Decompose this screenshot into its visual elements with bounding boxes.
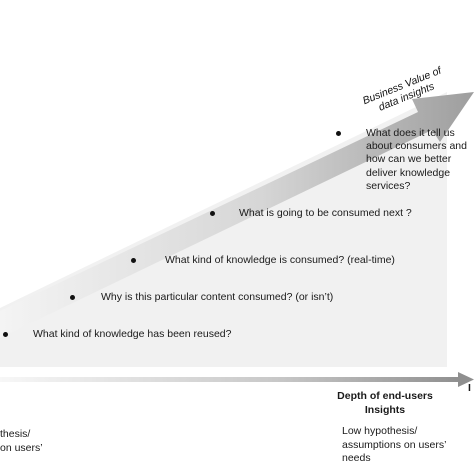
x-axis-title: Depth of end-users Insights [330, 389, 440, 417]
bullet-dot [336, 131, 341, 136]
step-label: What kind of knowledge is consumed? (rea… [165, 254, 395, 266]
bullet-dot [70, 295, 75, 300]
step-label-multiline: What does it tell us about consumers and… [366, 127, 467, 193]
note-line: needs [342, 452, 371, 464]
x-axis-line [0, 377, 460, 382]
step-label-line: deliver knowledge [366, 166, 451, 179]
x-axis-title-line: Depth of end-users [337, 390, 433, 402]
note-line: assumptions on users’ [342, 438, 447, 451]
step-label-line: services? [366, 179, 411, 192]
step-label-line: how can we better [366, 153, 452, 166]
note-line: on users’ [0, 441, 43, 454]
x-axis-right-note: Low hypothesis/ assumptions on users’ ne… [342, 425, 446, 466]
step-label: Why is this particular content consumed?… [101, 291, 334, 303]
x-axis-cut-label: I [468, 382, 471, 394]
step-label: What kind of knowledge has been reused? [33, 328, 232, 340]
bullet-dot [210, 211, 215, 216]
x-axis-left-note: thesis/ on users’ [0, 428, 43, 455]
bullet-dot [3, 332, 8, 337]
value-arrow [0, 92, 474, 338]
note-line: thesis/ [0, 428, 31, 440]
x-axis-title-line: Insights [364, 404, 406, 416]
bullet-dot [131, 258, 136, 263]
step-label-line: What does it tell us [366, 127, 455, 139]
step-label-line: about consumers and [366, 140, 467, 153]
x-axis-arrowhead [458, 372, 474, 387]
note-line: Low hypothesis/ [342, 425, 418, 437]
step-label: What is going to be consumed next ? [239, 207, 412, 219]
